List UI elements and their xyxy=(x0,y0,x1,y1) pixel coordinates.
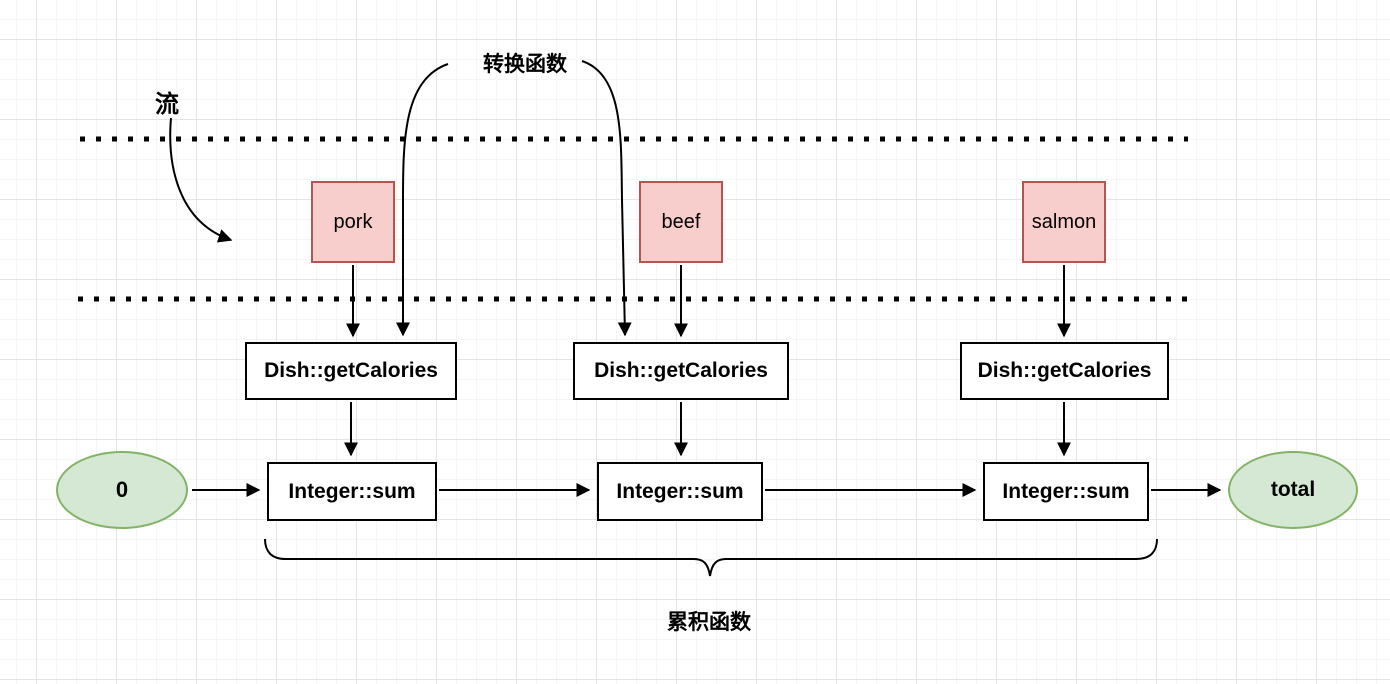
transform-function-label[interactable]: 转换函数 xyxy=(483,53,567,76)
initial-value-node[interactable]: 0 xyxy=(56,451,188,529)
transform-arrow-left[interactable] xyxy=(396,63,449,337)
transform-arrow-right[interactable] xyxy=(581,60,632,337)
mapper-node-3[interactable]: Dish::getCalories xyxy=(960,342,1169,400)
accumulator-node-1[interactable]: Integer::sum xyxy=(267,462,437,521)
accumulator-node-2[interactable]: Integer::sum xyxy=(597,462,763,521)
stream-label[interactable]: 流 xyxy=(155,91,179,118)
stream-item-beef[interactable]: beef xyxy=(639,181,723,263)
stream-item-salmon[interactable]: salmon xyxy=(1022,181,1106,263)
mapper-node-2[interactable]: Dish::getCalories xyxy=(573,342,789,400)
accumulate-function-label[interactable]: 累积函数 xyxy=(667,611,751,634)
mapper-node-1[interactable]: Dish::getCalories xyxy=(245,342,457,400)
result-node[interactable]: total xyxy=(1228,451,1358,529)
accumulator-brace[interactable] xyxy=(264,538,1158,577)
stream-pointer-arrow[interactable] xyxy=(169,117,233,243)
accumulator-node-3[interactable]: Integer::sum xyxy=(983,462,1149,521)
stream-item-pork[interactable]: pork xyxy=(311,181,395,263)
